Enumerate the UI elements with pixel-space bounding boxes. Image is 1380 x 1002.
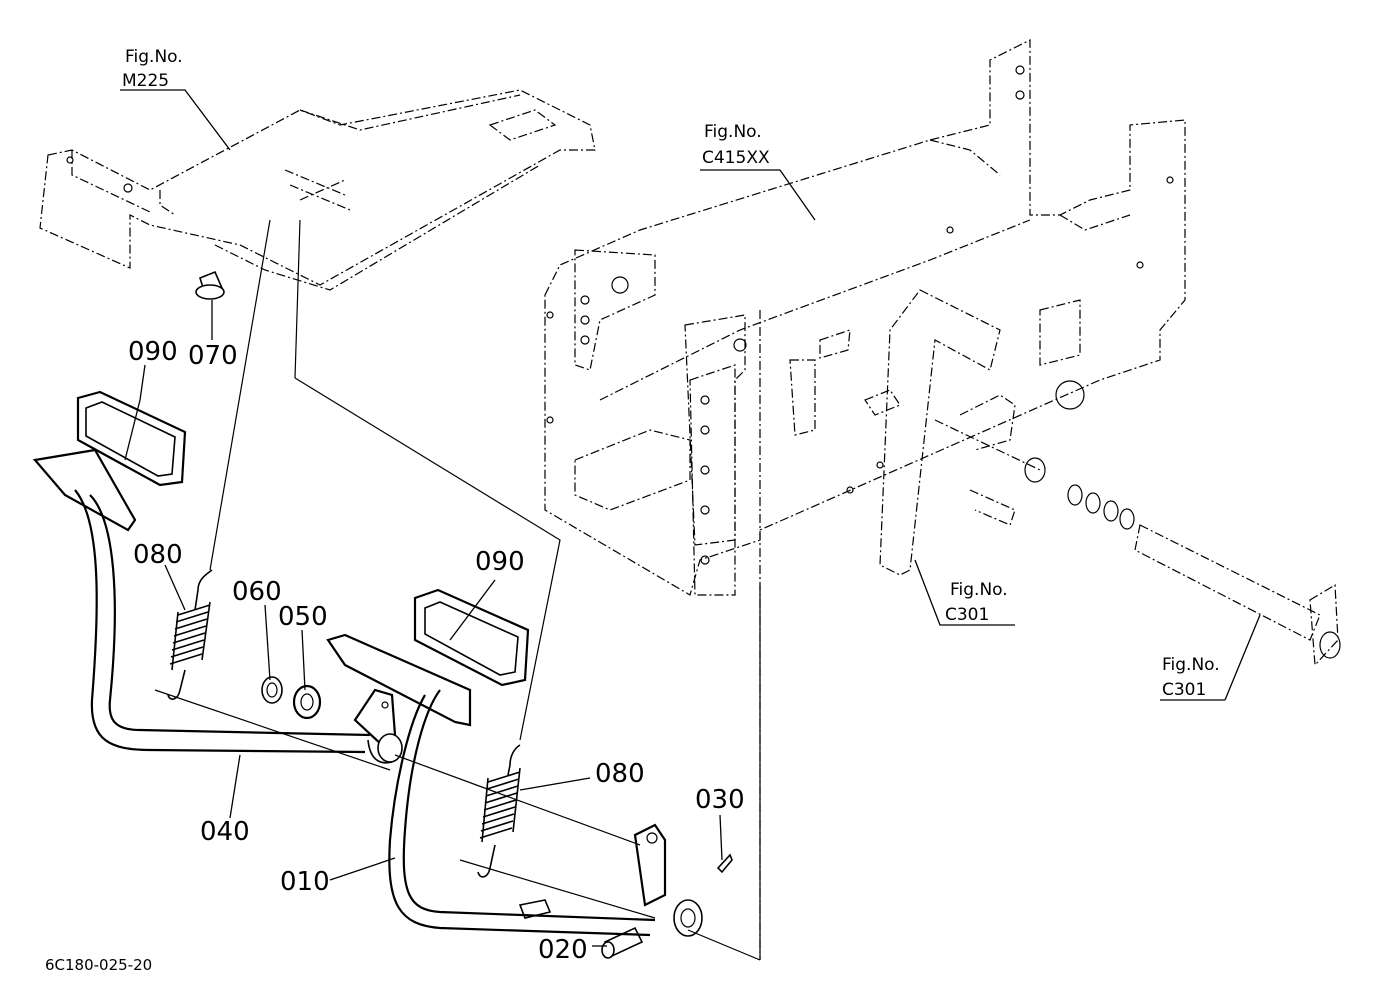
frame-drawing (544, 39, 1186, 960)
pedal-010-drawing (326, 633, 703, 937)
washer-050-drawing (292, 684, 322, 720)
pin-030-drawing (716, 853, 733, 874)
pedal-pad-090b-drawing (413, 588, 530, 687)
cross-shaft-drawing (879, 289, 1341, 667)
fig-ref-label: Fig.No. (950, 580, 1008, 600)
washer-060-drawing (261, 676, 283, 704)
part-number-090b: 090 (475, 547, 525, 577)
fig-ref-number: C415XX (702, 148, 770, 168)
part-number-050: 050 (278, 602, 328, 632)
part-number-090a: 090 (128, 337, 178, 367)
pin-020-drawing (601, 926, 644, 959)
fig-ref-number: C301 (1162, 680, 1206, 700)
fig-ref-c301b: Fig.No. C301 (1162, 655, 1220, 700)
assembly-lines (154, 219, 761, 961)
bolt-070-drawing (195, 270, 225, 300)
part-number-080a: 080 (133, 540, 183, 570)
drawing-code: 6C180-025-20 (45, 956, 152, 974)
part-number-070: 070 (188, 341, 238, 371)
fig-ref-number: C301 (945, 605, 989, 625)
fig-ref-m225: Fig.No. M225 (122, 47, 183, 91)
fig-ref-number: M225 (122, 71, 169, 91)
fig-ref-label: Fig.No. (125, 47, 183, 67)
pedal-040-drawing (32, 448, 403, 764)
fig-ref-label: Fig.No. (1162, 655, 1220, 675)
fig-ref-c415xx: Fig.No. C415XX (702, 122, 770, 168)
part-number-020: 020 (538, 935, 588, 965)
part-number-010: 010 (280, 867, 330, 897)
part-number-040: 040 (200, 817, 250, 847)
leader-lines (120, 89, 1261, 947)
fig-ref-c301a: Fig.No. C301 (945, 580, 1008, 625)
spring-080b-drawing (477, 744, 521, 878)
part-number-060: 060 (232, 577, 282, 607)
pedal-pad-090a-drawing (76, 390, 187, 487)
spring-080a-drawing (167, 569, 213, 700)
part-number-080b: 080 (595, 759, 645, 789)
part-number-030: 030 (695, 785, 745, 815)
floor-plate-drawing (39, 89, 596, 291)
fig-ref-label: Fig.No. (704, 122, 762, 142)
